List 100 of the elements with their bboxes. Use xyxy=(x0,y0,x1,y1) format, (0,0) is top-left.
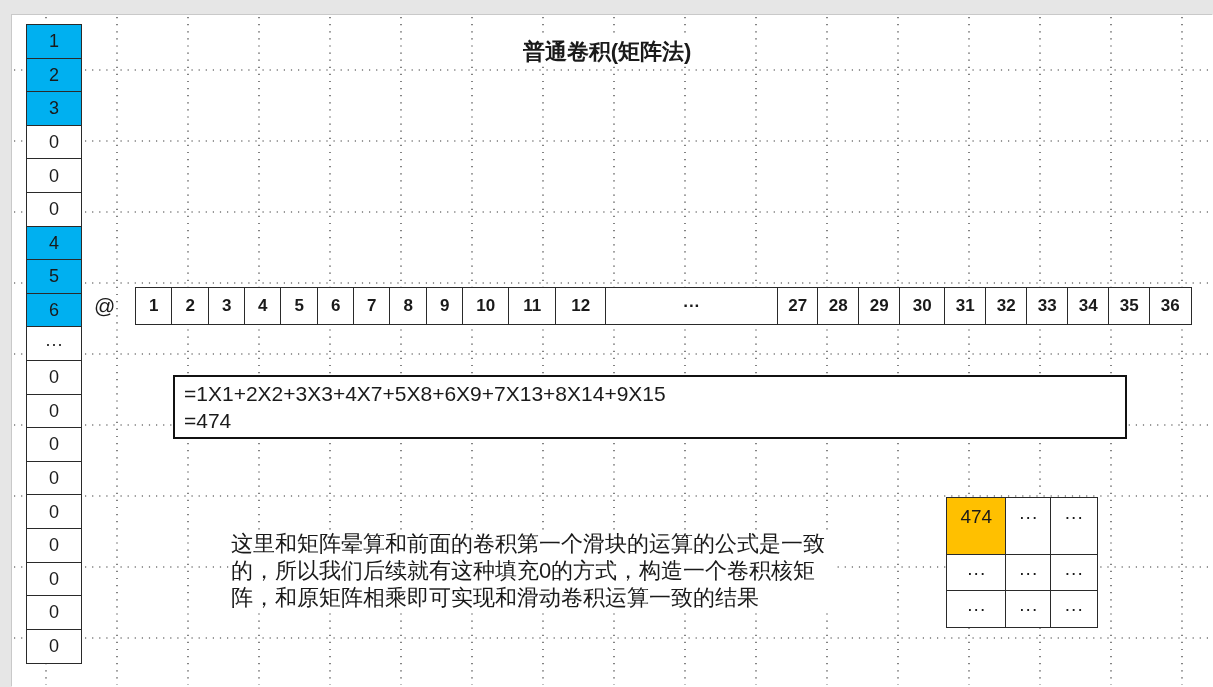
cell-value: 3 xyxy=(49,98,59,120)
input-row-cell xyxy=(171,287,210,325)
result-grid-cell xyxy=(1005,497,1052,556)
cell-value: 0 xyxy=(49,434,59,456)
result-grid-cell xyxy=(1050,590,1098,628)
cell-value: 0 xyxy=(49,165,59,187)
input-row-cell xyxy=(605,287,779,325)
cell-value: 2 xyxy=(49,64,59,86)
input-row-cell xyxy=(317,287,355,325)
explanation-text: 这里和矩阵晕算和前面的卷积第一个滑块的运算的公式是一致的，所以我们后续就有这种填充0的方式，构造一个卷积核矩阵，和原矩阵相乘即可实现和滑动卷积运算一致的结果 xyxy=(231,530,833,611)
input-row-cell xyxy=(508,287,557,325)
input-row-cell xyxy=(944,287,987,325)
cell-value: 3 xyxy=(222,296,232,316)
cell-value: 0 xyxy=(49,131,59,153)
input-row-cell xyxy=(426,287,464,325)
formula-line: =1X1+2X2+3X3+4X7+5X8+6X9+7X13+8X14+9X15 xyxy=(184,381,666,407)
cell-value: 4 xyxy=(258,296,268,316)
cell-value: 5 xyxy=(49,266,59,288)
result-grid-cell xyxy=(1005,590,1052,628)
cell-value: 0 xyxy=(49,367,59,388)
input-row-cell xyxy=(555,287,607,325)
input-row-cell xyxy=(1108,287,1151,325)
diagram-title: 普通卷积(矩阵法) xyxy=(522,38,692,66)
kernel-column-cell xyxy=(26,528,82,563)
kernel-column-cell xyxy=(26,158,82,194)
input-row-cell xyxy=(244,287,282,325)
cell-value: 11 xyxy=(523,296,542,316)
cell-value: ··· xyxy=(1064,561,1084,584)
result-grid-cell xyxy=(1050,497,1098,556)
cell-value: 0 xyxy=(49,467,59,489)
kernel-column-cell xyxy=(26,91,82,127)
formula-box xyxy=(173,375,1127,439)
cell-value: 6 xyxy=(49,299,59,321)
cell-value: ··· xyxy=(683,296,701,316)
input-row-cell xyxy=(280,287,319,325)
cell-value: 28 xyxy=(828,296,848,316)
input-row-cell xyxy=(777,287,819,325)
input-row-cell xyxy=(135,287,173,325)
cell-value: 0 xyxy=(49,199,59,220)
input-row-cell xyxy=(1149,287,1192,325)
cell-value: 29 xyxy=(869,296,889,316)
cell-value: ··· xyxy=(1064,506,1084,528)
cell-value: ··· xyxy=(1018,561,1038,584)
cell-value: 4 xyxy=(49,232,59,254)
result-grid-cell xyxy=(946,590,1007,628)
input-row-cell xyxy=(858,287,901,325)
kernel-column-cell xyxy=(26,628,82,664)
cell-value: 8 xyxy=(403,296,413,316)
cell-value: 5 xyxy=(294,296,304,316)
cell-value: 1 xyxy=(149,296,159,316)
cell-value: 35 xyxy=(1119,296,1139,316)
kernel-column-cell xyxy=(26,326,82,362)
kernel-column-cell xyxy=(26,427,82,463)
cell-value: 0 xyxy=(49,400,59,422)
cell-value: 31 xyxy=(955,296,975,316)
input-row-cell xyxy=(208,287,246,325)
input-row-cell xyxy=(985,287,1028,325)
kernel-column-cell xyxy=(26,192,82,227)
cell-value: 12 xyxy=(571,296,591,316)
result-grid-cell xyxy=(1005,554,1052,592)
input-row-cell xyxy=(899,287,946,325)
cell-value: ··· xyxy=(966,561,986,584)
cell-value: ··· xyxy=(1018,506,1038,528)
result-grid-cell xyxy=(1050,554,1098,592)
cell-value: ··· xyxy=(45,333,63,355)
input-row-cell xyxy=(817,287,860,325)
cell-value: 30 xyxy=(912,296,932,316)
result-grid-cell xyxy=(946,497,1007,556)
kernel-column-cell xyxy=(26,595,82,631)
cell-value: 6 xyxy=(331,296,341,316)
cell-value: 36 xyxy=(1160,296,1180,316)
cell-value: ··· xyxy=(1064,597,1084,620)
cell-value: 10 xyxy=(476,296,496,316)
cell-value: 9 xyxy=(440,296,450,316)
kernel-column-cell xyxy=(26,259,82,295)
kernel-column-cell xyxy=(26,494,82,530)
input-row-cell xyxy=(353,287,391,325)
cell-value: 0 xyxy=(49,501,59,523)
input-row-cell xyxy=(389,287,428,325)
cell-value: 0 xyxy=(49,568,59,590)
cell-value: ··· xyxy=(1018,597,1038,620)
cell-value: 32 xyxy=(996,296,1016,316)
input-row-cell xyxy=(1026,287,1069,325)
cell-value: 2 xyxy=(185,296,195,316)
cell-value: 1 xyxy=(49,31,59,52)
cell-value: 0 xyxy=(49,602,59,624)
cell-value: 34 xyxy=(1078,296,1098,316)
input-row-cell xyxy=(1067,287,1110,325)
cell-value: 33 xyxy=(1037,296,1057,316)
kernel-column-cell xyxy=(26,360,82,395)
kernel-column-cell xyxy=(26,24,82,59)
cell-value: 7 xyxy=(367,296,377,316)
input-row-cell xyxy=(462,287,510,325)
cell-value: ··· xyxy=(966,597,986,620)
cell-value: 0 xyxy=(49,535,59,556)
result-grid-cell xyxy=(946,554,1007,592)
cell-value: 27 xyxy=(788,296,808,316)
cell-value: 0 xyxy=(49,635,59,657)
formula-line: =474 xyxy=(184,408,232,434)
cell-value: 474 xyxy=(960,506,993,528)
